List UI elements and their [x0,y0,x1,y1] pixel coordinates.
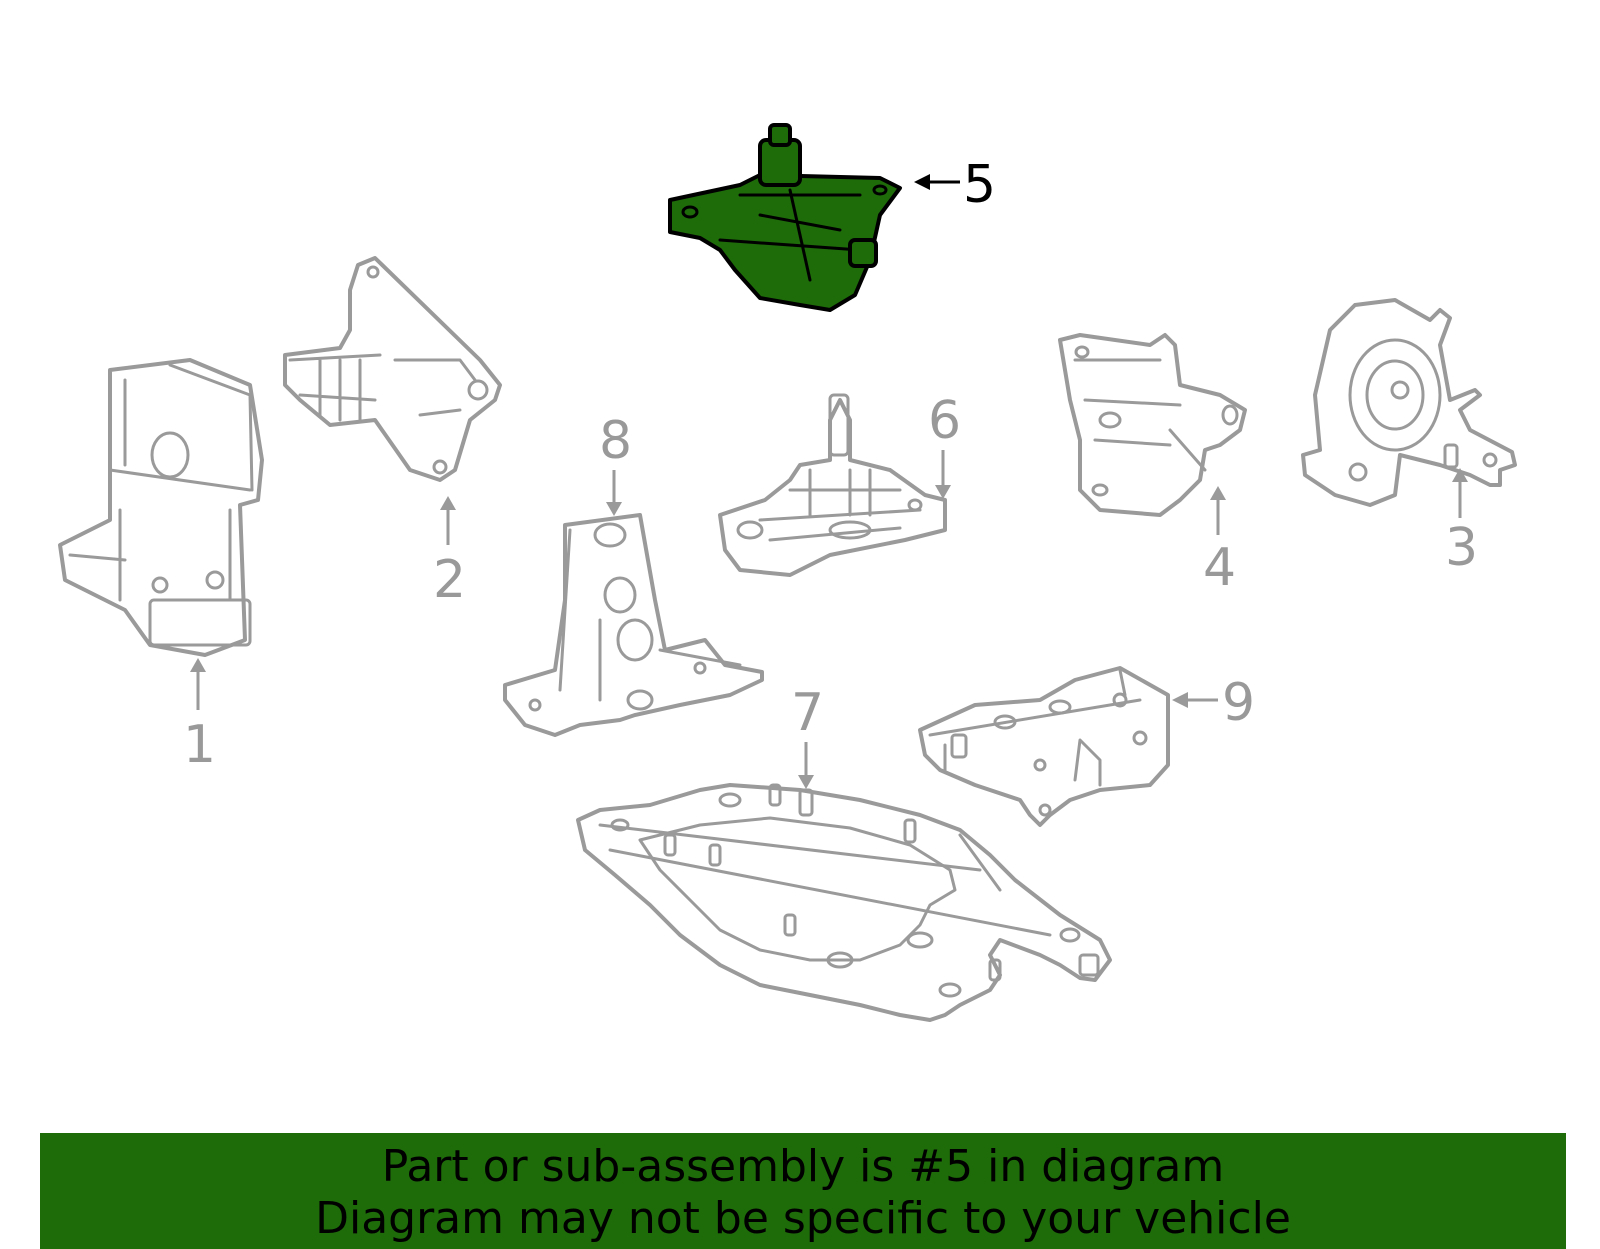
callout-5: 5 [914,155,996,215]
svg-text:1: 1 [183,715,216,775]
part-9-bracket[interactable] [918,666,1170,827]
callout-4: 4 [1203,486,1236,598]
part-5-mount-highlighted[interactable] [668,123,902,312]
part-1-engine-mount[interactable] [58,358,264,657]
part-3-mount[interactable] [1301,298,1517,507]
svg-text:6: 6 [928,391,961,451]
callout-1: 1 [183,658,216,775]
callout-7: 7 [791,683,824,789]
callout-2: 2 [433,496,466,610]
part-8-mount[interactable] [503,513,764,737]
part-6-mount[interactable] [718,393,947,577]
svg-text:7: 7 [791,683,824,743]
callout-9: 9 [1172,673,1255,733]
callout-3: 3 [1445,468,1478,578]
svg-text:3: 3 [1445,518,1478,578]
svg-text:9: 9 [1222,673,1255,733]
part-7-subframe[interactable] [576,783,1112,1022]
svg-text:8: 8 [599,411,632,471]
callout-6: 6 [928,391,961,499]
part-4-bracket[interactable] [1058,333,1247,517]
svg-text:2: 2 [433,550,466,610]
svg-text:4: 4 [1203,538,1236,598]
banner-line-2: Diagram may not be specific to your vehi… [315,1193,1291,1244]
part-2-bracket[interactable] [283,256,502,482]
info-banner: Part or sub-assembly is #5 in diagram Di… [40,1133,1566,1249]
callout-8: 8 [599,411,632,516]
banner-line-1: Part or sub-assembly is #5 in diagram [381,1141,1225,1192]
svg-text:5: 5 [963,155,996,215]
